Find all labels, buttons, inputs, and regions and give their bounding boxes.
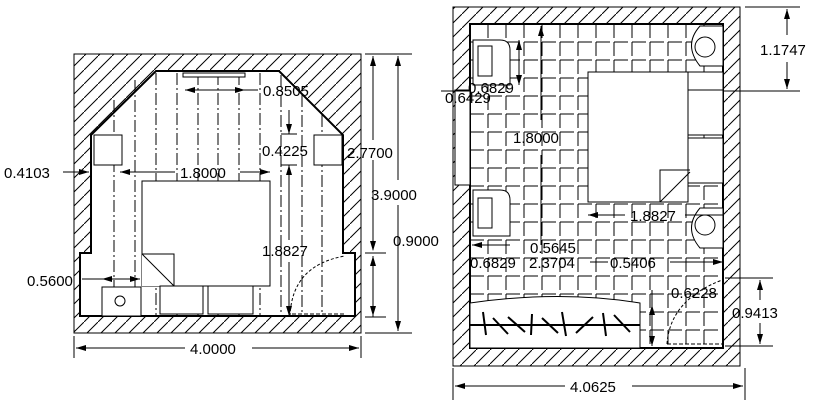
dim-side-gap: 0.4225 [262, 143, 308, 160]
dim-chair-depth-top: 0.6829 [468, 80, 514, 97]
dim-door-swing: 0.6228 [671, 285, 717, 302]
dim-chair-depth-bottom: 0.6829 [470, 255, 516, 272]
dim-overall-width: 4.0625 [570, 379, 616, 396]
dim-bed-width: 1.8000 [513, 130, 559, 147]
sofa-pattern [482, 311, 631, 337]
bench-right [207, 285, 254, 315]
door-swing [666, 279, 723, 345]
plant-icon [114, 295, 126, 307]
plant-pot-top [691, 25, 724, 67]
dim-overall-height: 3.9000 [371, 187, 417, 204]
right-nightstand [313, 134, 343, 166]
dim-left-wall-gap: 0.4103 [4, 165, 50, 182]
side-table [101, 286, 142, 317]
bed [587, 71, 689, 203]
dim-chair-gap: 0.5645 [530, 240, 576, 257]
bench-left [159, 285, 204, 315]
dim-top-segment: 1.1747 [760, 42, 806, 59]
top-fixture [182, 72, 246, 78]
dim-nightstand-gap: 0.5600 [27, 273, 73, 290]
dim-bed-length: 1.8827 [262, 243, 308, 260]
plant-icon-top [694, 36, 716, 58]
right-floor-plan: 4.0625 1.1747 0.9413 0.6829 0.6429 [441, 6, 806, 400]
plant-pot-bottom [691, 207, 724, 249]
dim-top-fixture: 0.8505 [263, 83, 309, 100]
dim-chair-offset: 0.6429 [445, 90, 491, 107]
window-left [454, 89, 471, 186]
dim-sofa-length: 2.3704 [529, 255, 575, 272]
dim-door-opening: 0.9000 [393, 233, 439, 250]
dim-interior-height: 2.7700 [347, 145, 393, 162]
left-nightstand [93, 134, 123, 166]
left-floor-plan: 4.0000 3.9000 2.7700 0.9000 [4, 53, 439, 358]
dim-bed-length: 1.8827 [630, 208, 676, 225]
dim-right-gap: 0.5406 [610, 255, 656, 272]
dim-door-opening: 0.9413 [732, 305, 778, 322]
sofa [469, 296, 641, 349]
dim-overall-width: 4.0000 [190, 341, 236, 358]
dim-bed-width: 1.8000 [180, 165, 226, 182]
left-dimensions: 4.0000 3.9000 2.7700 0.9000 [4, 53, 439, 358]
right-dimensions: 4.0625 1.1747 0.9413 0.6829 0.6429 [441, 6, 806, 400]
